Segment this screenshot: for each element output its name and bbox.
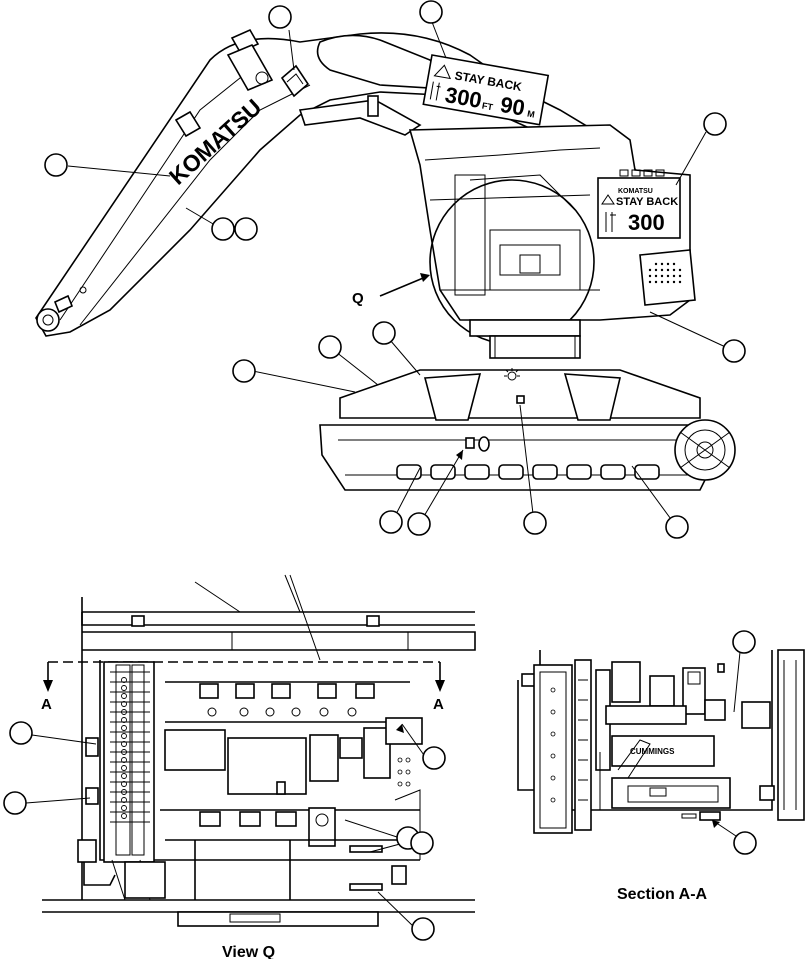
view-q-detail: A A bbox=[3, 574, 476, 959]
engine-plate-text: CUMMINGS bbox=[630, 747, 675, 756]
view-q-caption: View Q bbox=[222, 944, 275, 959]
cab-stay-back-text: STAY BACK bbox=[616, 196, 678, 208]
upper-structure: KOMATSU STAY BACK 300 bbox=[408, 124, 696, 321]
section-caption: Section A-A bbox=[617, 886, 708, 903]
boom-stay-back-decal: STAY BACK 300 FT 90 M bbox=[422, 54, 550, 126]
section-right-marker: A bbox=[433, 696, 444, 713]
machine-side-view: KOMATSU STAY BACK 300 FT 90 M KOMATSU ST bbox=[35, 0, 746, 539]
view-q-arrow bbox=[379, 275, 429, 297]
top-callouts bbox=[44, 0, 746, 539]
undercarriage bbox=[319, 368, 736, 491]
cab-brand-text: KOMATSU bbox=[618, 188, 653, 195]
swing-base bbox=[469, 319, 581, 359]
boom-stay-back-ft-unit: FT bbox=[481, 101, 494, 113]
section-aa-detail: CUMMINGS Section A-A bbox=[517, 630, 805, 903]
cab-stay-back-ft: 300 bbox=[628, 210, 665, 235]
section-left-marker: A bbox=[41, 696, 52, 713]
boom-stay-back-m: 90 bbox=[498, 92, 526, 121]
boom-stay-back-m-unit: M bbox=[526, 109, 535, 120]
view-q-marker: Q bbox=[352, 290, 364, 307]
